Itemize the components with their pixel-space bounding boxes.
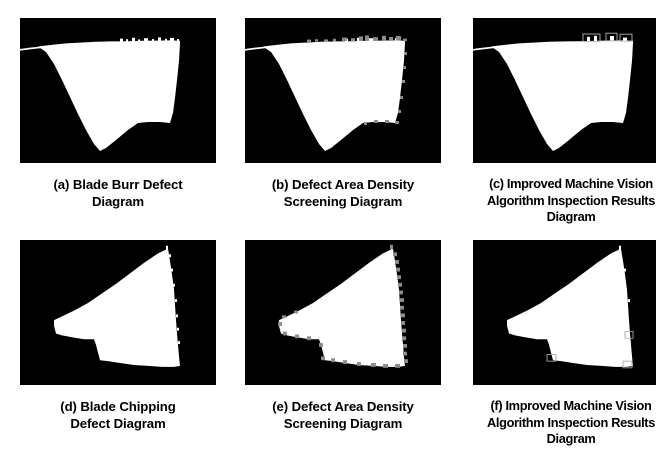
figure-cell-f: (f) Improved Machine Vision Algorithm In… [473,240,656,448]
burr-texture [120,37,179,42]
blade-leading-edge-whisker [473,45,503,51]
panel-caption-e: (e) Defect Area Density Screening Diagra… [245,398,441,432]
caption-line: Diagram [546,209,596,224]
caption-line: (d) Blade Chipping [60,399,176,414]
detection-boxes [582,32,633,43]
detection-boxes [546,331,634,369]
panel-caption-c: (c) Improved Machine Vision Algorithm In… [464,176,656,226]
panel-caption-d: (d) Blade Chipping Defect Diagram [20,398,216,432]
density-screening-markers [307,35,407,125]
density-screening-markers [278,244,408,368]
blade-burr-defect-image [20,18,216,163]
improved-machine-vision-results-image-bottom [473,240,656,385]
defect-area-density-screening-image-top [245,18,441,163]
caption-line: Algorithm Inspection Results [487,192,655,208]
panel-image-a [20,18,216,163]
panel-caption-f: (f) Improved Machine Vision Algorithm In… [464,398,656,448]
figure-row-top: (a) Blade Burr Defect Diagram [0,18,656,226]
panel-image-b [245,18,441,163]
caption-line: Diagram [91,194,145,209]
figure-cell-a: (a) Blade Burr Defect Diagram [20,18,216,226]
caption-line: (b) Defect Area Density [271,177,415,192]
blade-silhouette [507,248,633,367]
caption-line: Algorithm Inspection Results [487,414,655,430]
figure-cell-d: (d) Blade Chipping Defect Diagram [20,240,216,448]
caption-line: (f) Improved Machine Vision [490,398,652,413]
panel-image-c [473,18,656,163]
caption-line: Screening Diagram [283,194,403,209]
panel-caption-a: (a) Blade Burr Defect Diagram [20,176,216,210]
chipping-texture [619,245,630,303]
blade-silhouette [263,40,405,151]
blade-silhouette [54,248,180,367]
caption-line: (c) Improved Machine Vision [489,176,653,191]
panel-image-f [473,240,656,385]
caption-line: Screening Diagram [283,416,403,431]
panel-caption-b: (b) Defect Area Density Screening Diagra… [245,176,441,210]
caption-line: (e) Defect Area Density [272,399,414,414]
panel-image-d [20,240,216,385]
panel-image-e [245,240,441,385]
blade-leading-edge-whisker [20,45,50,51]
detection-box [619,33,633,42]
improved-machine-vision-results-image-top [473,18,656,163]
detection-box [624,331,634,339]
figure-row-bottom: (d) Blade Chipping Defect Diagram [0,240,656,448]
detection-box [582,33,601,43]
blade-chipping-defect-image [20,240,216,385]
caption-line: Diagram [546,431,596,446]
detection-box [605,32,618,42]
detection-box [622,360,633,369]
blade-silhouette [491,40,633,151]
figure-cell-b: (b) Defect Area Density Screening Diagra… [245,18,441,226]
detection-box [546,354,557,362]
blade-leading-edge-whisker [245,45,275,51]
figure-cell-e: (e) Defect Area Density Screening Diagra… [245,240,441,448]
caption-line: (a) Blade Burr Defect [53,177,183,192]
chipping-texture [166,245,180,344]
caption-line: Defect Diagram [70,416,166,431]
blade-silhouette [38,40,180,151]
defect-area-density-screening-image-bottom [245,240,441,385]
figure-cell-c: (c) Improved Machine Vision Algorithm In… [473,18,656,226]
burr-texture [587,35,627,42]
